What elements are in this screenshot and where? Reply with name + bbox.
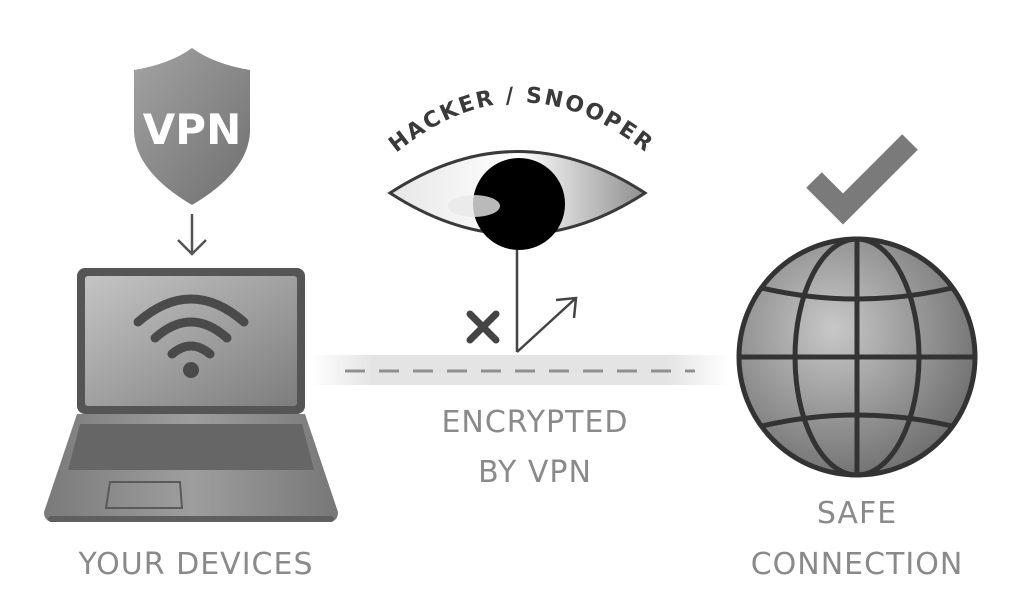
wifi-icon bbox=[133, 294, 249, 378]
encrypted-label-line1: ENCRYPTED bbox=[441, 405, 628, 440]
laptop-icon bbox=[44, 268, 338, 522]
eye-icon bbox=[387, 150, 648, 250]
globe-icon bbox=[736, 236, 978, 478]
checkmark-icon bbox=[806, 134, 918, 225]
safe-label-line2: CONNECTION bbox=[751, 547, 964, 582]
down-arrow-icon bbox=[177, 214, 207, 256]
deflected-arrow-icon bbox=[515, 250, 578, 353]
your-devices-label: YOUR DEVICES bbox=[77, 547, 313, 582]
vpn-shield-icon: VPN bbox=[134, 48, 250, 205]
safe-label-line1: SAFE bbox=[817, 496, 897, 531]
hacker-label: HACKER / SNOOPER bbox=[384, 83, 658, 158]
vpn-shield-text: VPN bbox=[143, 105, 241, 154]
encrypted-label-line2: BY VPN bbox=[478, 455, 592, 490]
blocked-x-icon bbox=[466, 310, 500, 344]
encrypted-tunnel bbox=[310, 355, 730, 385]
